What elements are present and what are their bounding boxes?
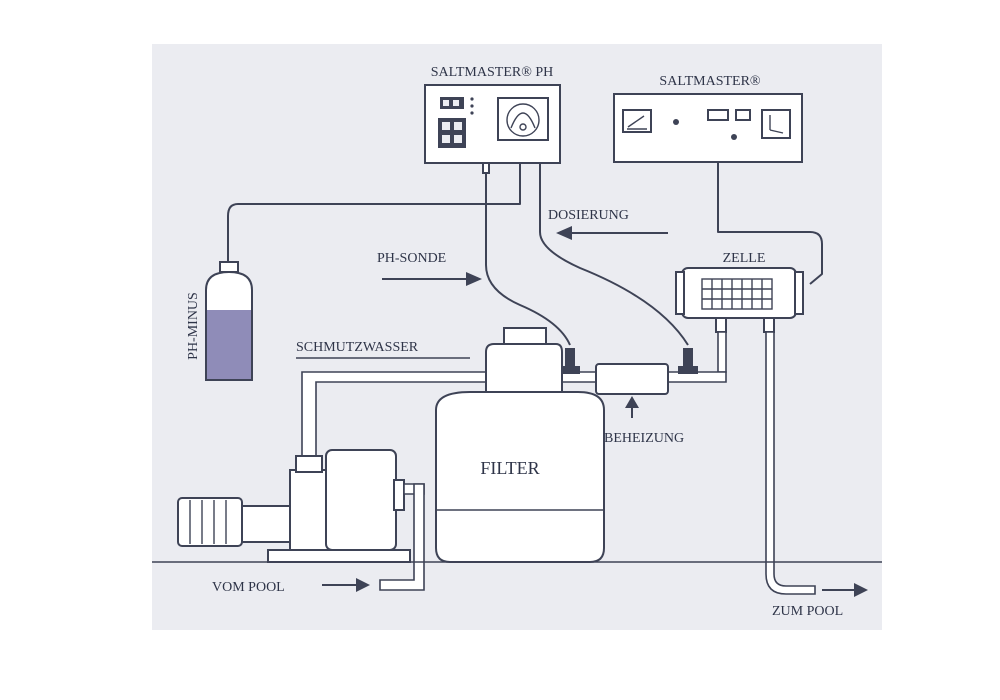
saltmaster-ph-label: SALTMASTER® PH — [431, 65, 554, 80]
filter-tank — [435, 327, 605, 563]
ph-sonde-cable — [485, 173, 571, 346]
return-pipe — [765, 331, 816, 595]
beheizung-heater — [595, 363, 669, 395]
dosing-tube — [539, 163, 689, 346]
dosierung-label: DOSIERUNG — [548, 208, 629, 223]
saltmaster-unit — [613, 93, 803, 163]
dosierung-arrow — [556, 226, 668, 240]
schmutzwasser-label: SCHMUTZWASSER — [296, 340, 419, 355]
cell-cable — [717, 162, 823, 285]
zum-pool-arrow — [822, 583, 868, 597]
vom-pool-label: VOM POOL — [212, 580, 285, 595]
peristaltic-pump-icon — [497, 97, 549, 141]
beheizung-arrow — [625, 396, 639, 418]
digital-display-icon — [440, 97, 474, 115]
ph-minus-tube — [227, 163, 521, 264]
clock-icon — [761, 109, 791, 139]
ph-minus-canister — [205, 261, 253, 381]
zum-pool-label: ZUM POOL — [772, 604, 843, 619]
filter-label: FILTER — [480, 458, 539, 478]
keypad-icon — [438, 118, 466, 148]
zelle-label: ZELLE — [723, 251, 766, 266]
ph-sonde-label: PH-SONDE — [377, 251, 446, 266]
saltmaster-ph-unit — [424, 84, 561, 174]
vom-pool-arrow — [322, 578, 370, 592]
beheizung-label: BEHEIZUNG — [604, 431, 684, 446]
dosing-fitting — [683, 348, 693, 370]
vom-pool-pipe — [379, 483, 425, 591]
ph-sonde-fitting — [565, 348, 575, 370]
analog-meter-icon — [622, 109, 652, 133]
saltmaster-label: SALTMASTER® — [659, 74, 761, 89]
ph-minus-label: PH-MINUS — [186, 292, 201, 360]
ph-sonde-arrow — [382, 272, 482, 286]
cell-inlet-pipe — [717, 331, 727, 373]
